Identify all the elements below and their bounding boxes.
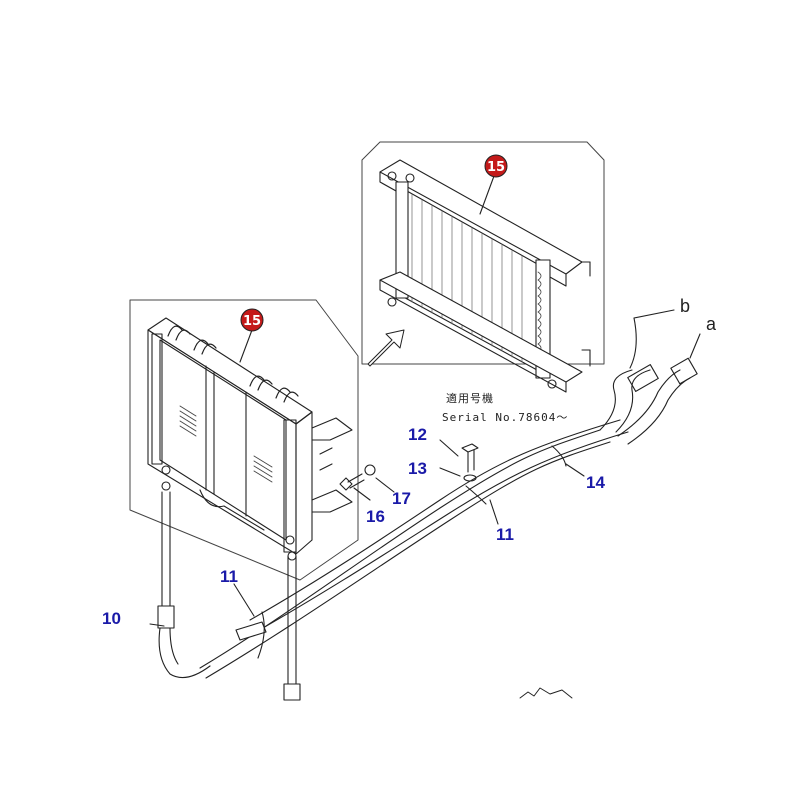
part-number-10[interactable]: 10: [102, 609, 121, 628]
part-number-14[interactable]: 14: [586, 473, 605, 492]
callout-detail-label: 15: [487, 160, 505, 175]
serial-note-number: Serial No.78604～: [442, 411, 568, 424]
part-number-16[interactable]: 16: [366, 507, 385, 526]
part-number-12[interactable]: 12: [408, 425, 427, 444]
connection-label-a: a: [706, 314, 717, 334]
partial-outline: [519, 687, 573, 699]
serial-note-heading: 適用号機: [446, 391, 494, 405]
callout-detail[interactable]: 15: [484, 154, 508, 178]
hose-lines: [149, 309, 701, 701]
detail-arrow: [367, 329, 405, 367]
callout-main-label: 15: [243, 314, 261, 329]
main-inset: [129, 299, 359, 581]
connection-label-b: b: [680, 296, 690, 316]
detail-inset: [361, 141, 605, 393]
callout-main[interactable]: 15: [240, 308, 264, 332]
part-number-17[interactable]: 17: [392, 489, 411, 508]
part-number-13[interactable]: 13: [408, 459, 427, 478]
serial-note: 適用号機 Serial No.78604～: [442, 391, 568, 424]
part-number-11-right[interactable]: 11: [496, 525, 514, 544]
part-number-11-left[interactable]: 11: [220, 567, 238, 586]
